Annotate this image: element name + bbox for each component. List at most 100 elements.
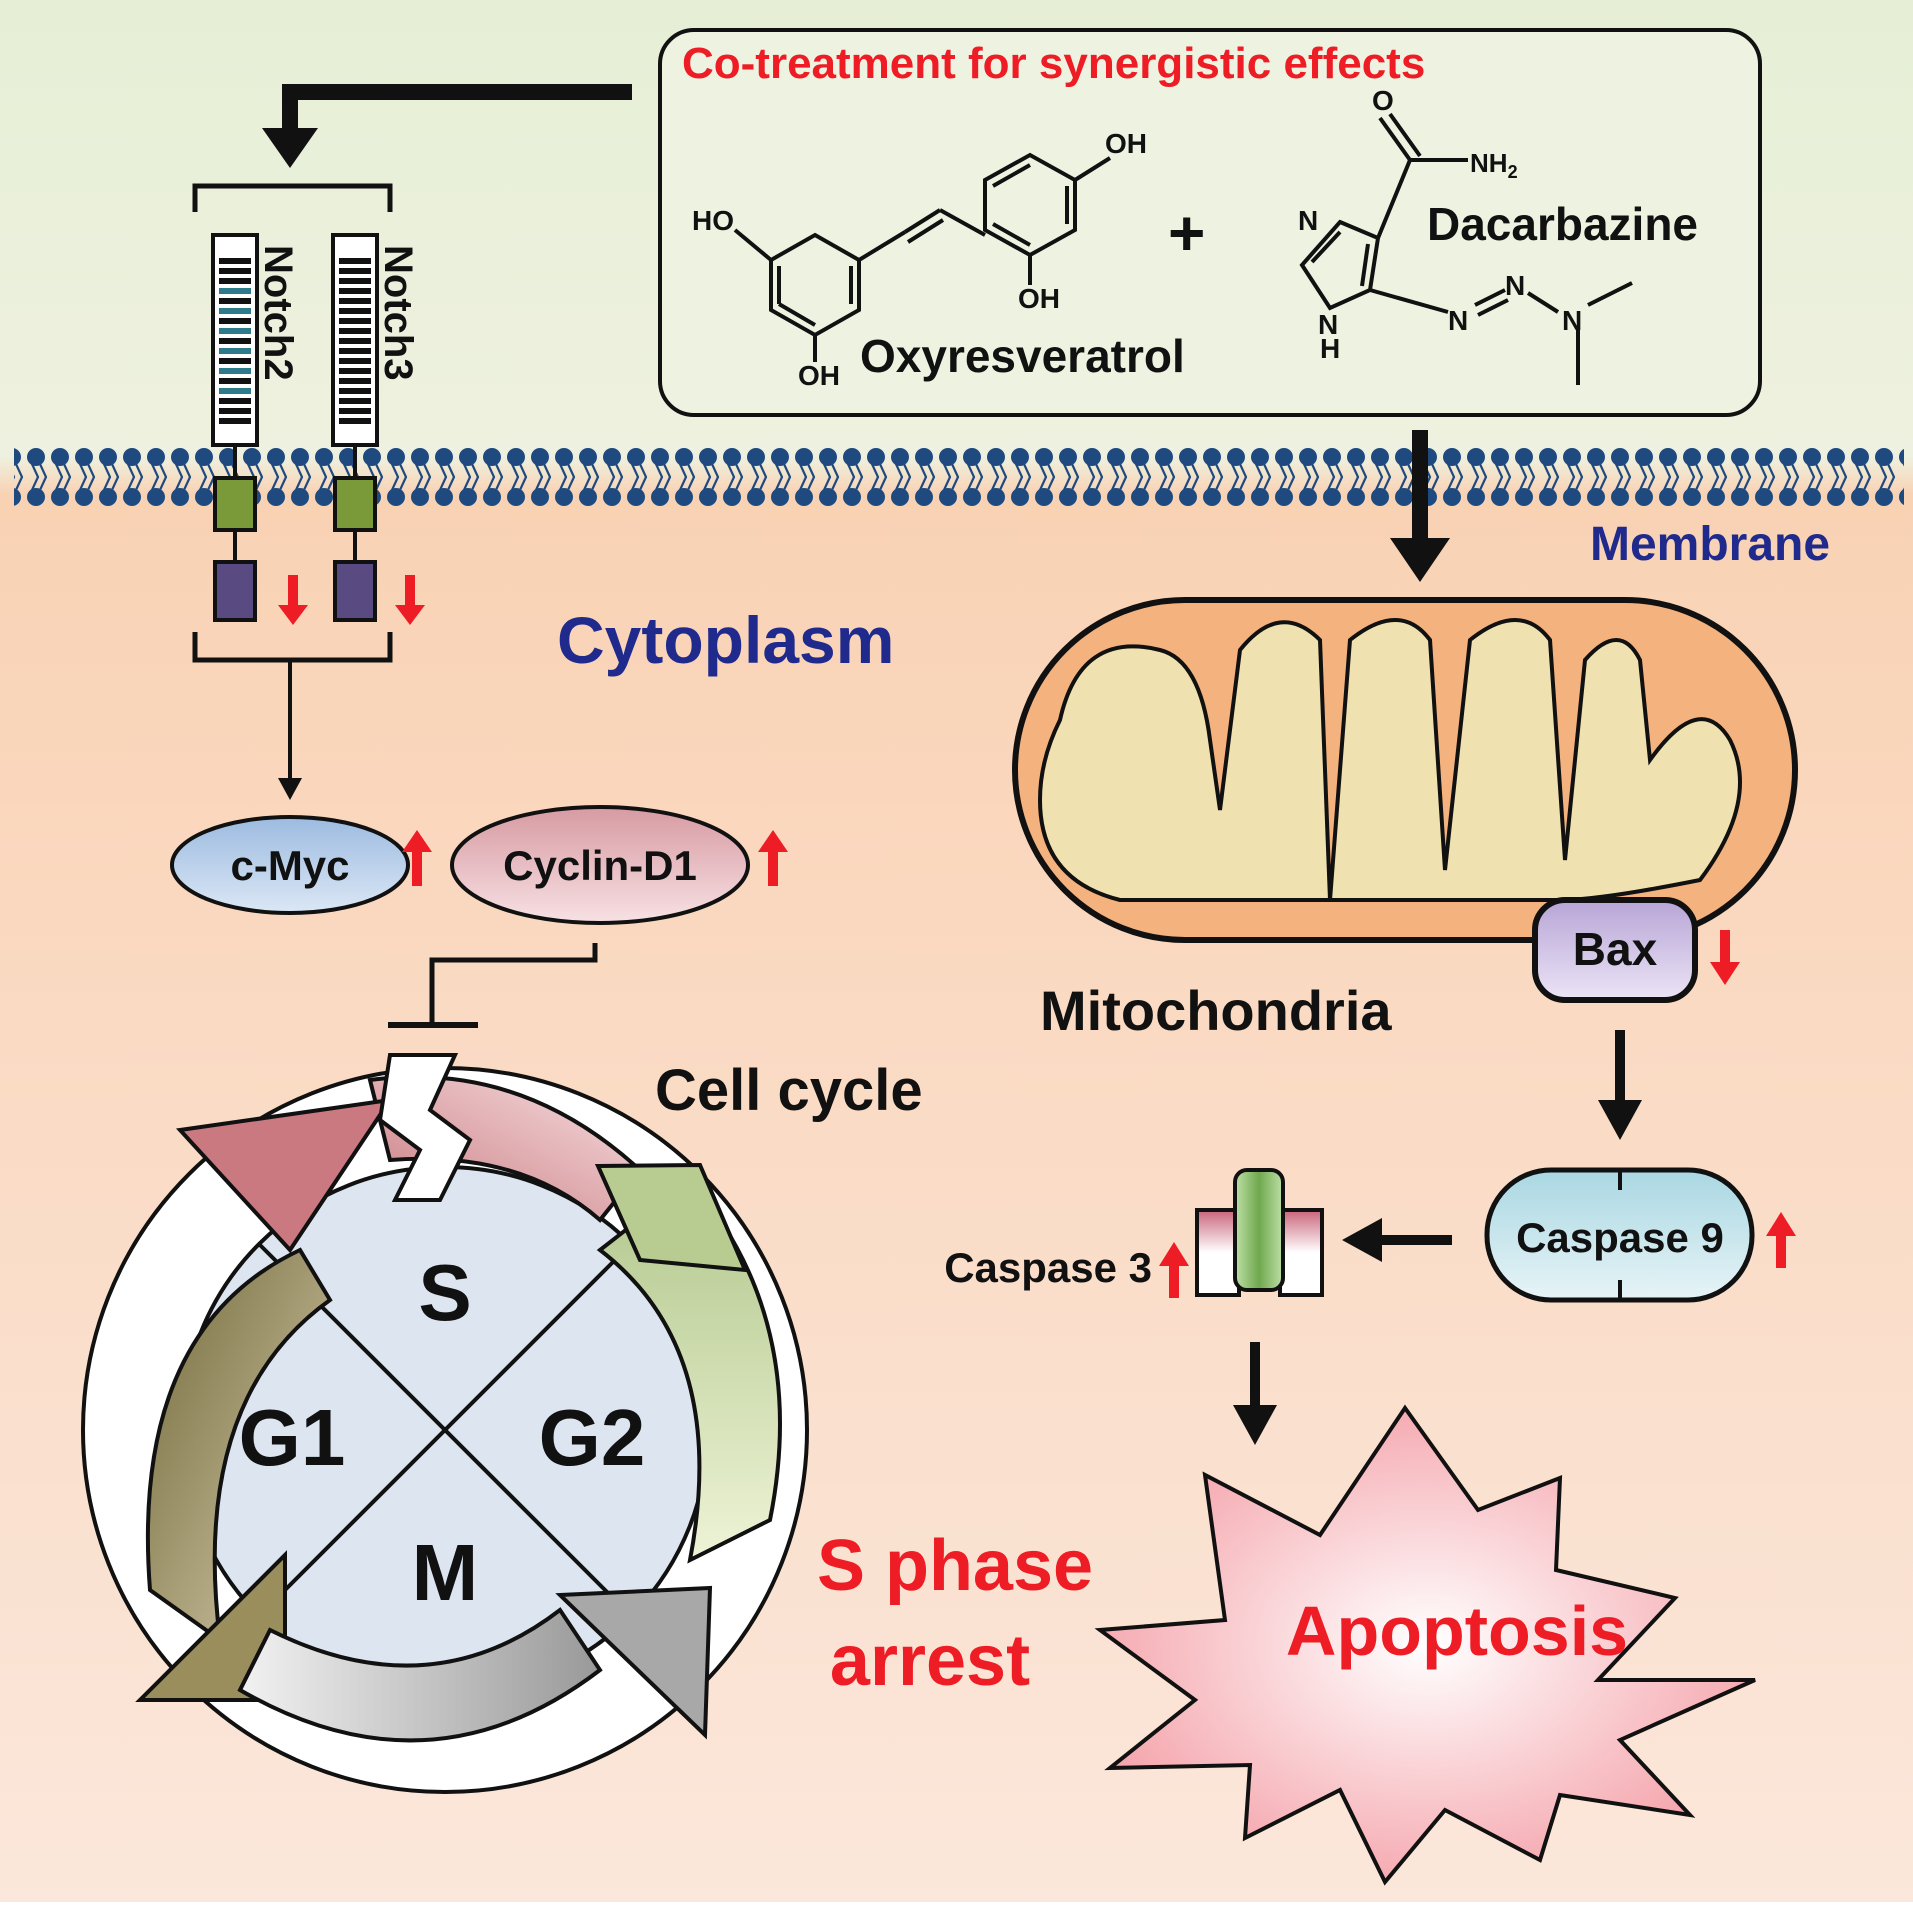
notch2-stripes xyxy=(219,258,251,424)
caspase9-label: Caspase 9 xyxy=(1516,1214,1724,1261)
cycle-arrow-g1-head xyxy=(135,1550,287,1702)
receptor-stripe xyxy=(339,418,371,424)
notch2-down-arrow xyxy=(278,575,308,625)
receptor-stripe xyxy=(219,318,251,324)
receptor-stripe xyxy=(339,408,371,414)
cycle-arrow-g1 xyxy=(145,1247,333,1645)
cyclin-d1-label: Cyclin-D1 xyxy=(503,842,697,889)
arrow-to-c9-head xyxy=(1598,1100,1642,1140)
cycle-arrow-s-head xyxy=(175,1097,395,1254)
receptor-stripe xyxy=(219,338,251,344)
receptor-stripe xyxy=(339,308,371,314)
inhibition-line xyxy=(429,943,598,1025)
cell-cycle-label: Cell cycle xyxy=(655,1058,923,1123)
atom-nh-ring: N xyxy=(1318,309,1338,340)
apoptosis-burst xyxy=(1094,1404,1756,1886)
dacarbazine-structure xyxy=(1299,112,1633,385)
receptor-stripe xyxy=(219,398,251,404)
notch2-receptor xyxy=(211,233,259,622)
cotreatment-box xyxy=(658,28,1762,417)
cycle-arrow-g2 xyxy=(596,1177,782,1564)
mitochondria-inner xyxy=(1037,618,1742,902)
receptor-stripe xyxy=(339,348,371,354)
cell-membrane xyxy=(14,448,1904,506)
arrow-to-mito-head xyxy=(1390,538,1450,582)
phase-g1: G1 xyxy=(239,1393,346,1482)
mitochondria-label: Mitochondria xyxy=(1040,979,1392,1042)
atom-h-ring: H xyxy=(1320,333,1340,364)
receptor-stripe xyxy=(339,258,371,264)
quadrant-line-2 xyxy=(258,1243,632,1617)
cmyc-node xyxy=(170,815,410,915)
receptor-stripe xyxy=(339,288,371,294)
phase-s: S xyxy=(418,1248,471,1337)
receptor-stripe xyxy=(219,408,251,414)
bax-label: Bax xyxy=(1573,923,1658,975)
atom-nh2-subscript: 2 xyxy=(1508,162,1518,182)
atom-nh2-main: NH xyxy=(1470,148,1508,178)
atom-n-azo-1: N xyxy=(1448,305,1468,336)
phase-g2: G2 xyxy=(539,1393,646,1482)
receptor-stripe xyxy=(219,418,251,424)
receptor-stripe xyxy=(339,358,371,364)
cmyc-up-arrow xyxy=(402,830,432,886)
receptor-stripe xyxy=(339,378,371,384)
receptor-bracket-top xyxy=(192,183,393,212)
receptor-stripe xyxy=(339,398,371,404)
arrow-to-c3-head xyxy=(1342,1218,1382,1262)
receptor-stripe xyxy=(339,268,371,274)
atom-n-ring: N xyxy=(1298,205,1318,236)
s-phase-arrest-line2: arrest xyxy=(830,1621,1030,1701)
cotreatment-title: Co-treatment for synergistic effects xyxy=(682,39,1425,88)
bax-down-arrow xyxy=(1710,930,1740,985)
receptor-stripe xyxy=(219,378,251,384)
cycle-break-icon xyxy=(377,1053,473,1202)
receptor-stripe xyxy=(219,278,251,284)
membrane-label: Membrane xyxy=(1590,518,1830,571)
oxyresveratrol-structure xyxy=(733,152,1112,362)
atom-o: O xyxy=(1372,85,1394,116)
arrow-to-apoptosis-head xyxy=(1233,1405,1277,1445)
atom-oh-2: OH xyxy=(1018,283,1060,314)
plus-sign: + xyxy=(1168,197,1205,269)
cycle-arrow-m-head xyxy=(555,1585,713,1740)
receptor-stripe xyxy=(219,308,251,314)
atom-nh2: NH2 xyxy=(1470,148,1518,182)
notch3-receptor xyxy=(331,233,379,622)
receptor-stripe xyxy=(339,318,371,324)
receptor-bracket-bottom xyxy=(192,632,393,663)
caspase9-up-arrow xyxy=(1766,1212,1796,1268)
dacarbazine-label: Dacarbazine xyxy=(1427,198,1698,250)
receptor-stripe xyxy=(219,288,251,294)
atom-oh-1: OH xyxy=(1105,128,1147,159)
s-phase-arrest-line1: S phase xyxy=(817,1526,1093,1606)
notch3-down-arrow xyxy=(395,575,425,625)
receptor-stripe xyxy=(219,298,251,304)
caspase3-icon xyxy=(1195,1168,1324,1297)
atom-n-azo-2: N xyxy=(1505,270,1525,301)
apoptosis-label: Apoptosis xyxy=(1286,1592,1628,1670)
atom-oh-3: OH xyxy=(798,360,840,391)
receptor-stripe xyxy=(219,328,251,334)
receptor-stripe xyxy=(339,278,371,284)
receptor-stripe xyxy=(339,388,371,394)
cmyc-label: c-Myc xyxy=(230,842,349,889)
cyclin-d1-node xyxy=(450,805,750,925)
receptor-stripe xyxy=(219,358,251,364)
cyclin-up-arrow xyxy=(758,830,788,886)
receptor-stripe xyxy=(339,328,371,334)
atom-n-dimethyl: N xyxy=(1562,305,1582,336)
bax-node xyxy=(1532,897,1698,1003)
receptor-stripe xyxy=(219,348,251,354)
cytoplasm-label: Cytoplasm xyxy=(557,603,894,677)
receptor-stripe xyxy=(219,258,251,264)
caspase3-up-arrow xyxy=(1159,1242,1189,1298)
arrow-to-notch-line xyxy=(282,84,632,130)
receptor-stripe xyxy=(219,368,251,374)
notch2-label: Notch2 xyxy=(256,245,300,381)
caspase3-label: Caspase 3 xyxy=(944,1244,1152,1291)
phase-m: M xyxy=(412,1528,479,1617)
cycle-arrow-g2-head xyxy=(594,1162,749,1273)
